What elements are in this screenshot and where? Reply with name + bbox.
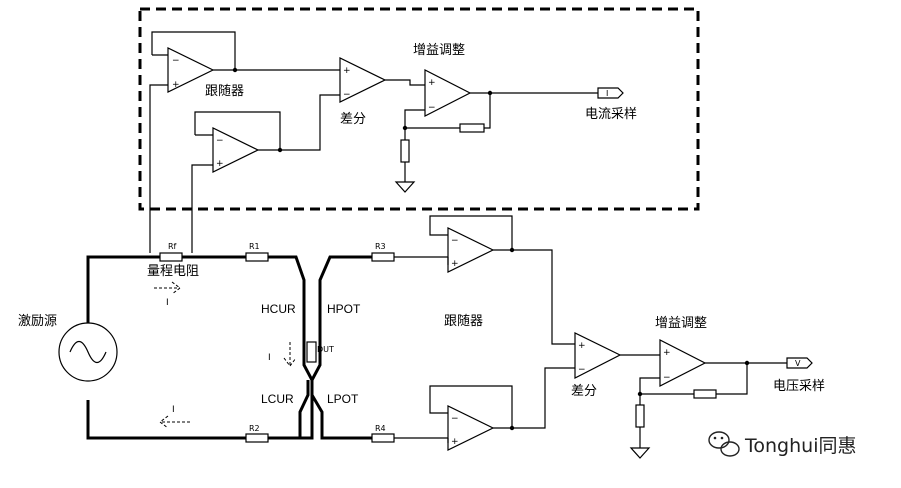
current-sample-label: 电流采样	[585, 107, 637, 122]
voltage-output-terminal	[786, 357, 813, 369]
svg-text:−: −	[216, 136, 224, 146]
svg-text:R1: R1	[249, 242, 260, 251]
svg-text:−: −	[343, 90, 351, 100]
current-output-terminal	[597, 87, 624, 99]
opamp-gain-bottom: + −	[659, 339, 707, 387]
opamp-diff-bottom: + −	[574, 332, 622, 379]
lpot-label: LPOT	[327, 392, 359, 406]
gain-bottom-label: 增益调整	[655, 316, 707, 331]
resistor-r3	[371, 252, 395, 262]
svg-text:I: I	[606, 89, 608, 98]
voltage-sample-label: 电压采样	[773, 379, 825, 394]
svg-text:+: +	[451, 259, 459, 269]
opamp-diff-top: + −	[339, 57, 387, 103]
opamp-gain-top: + −	[424, 69, 472, 117]
current-arrow-top: I	[154, 281, 181, 308]
svg-text:−: −	[663, 373, 671, 383]
resistor-r2	[245, 433, 269, 443]
excitation-label: 激励源	[18, 314, 57, 329]
current-sense-block-border	[138, 7, 700, 211]
follower-bottom-label: 跟随器	[444, 314, 483, 329]
svg-text:+: +	[451, 437, 459, 447]
svg-text:+: +	[172, 80, 180, 90]
lcur-label: LCUR	[261, 392, 294, 406]
hcur-label: HCUR	[261, 302, 296, 316]
svg-text:R4: R4	[375, 424, 386, 433]
svg-text:+: +	[216, 159, 224, 169]
svg-text:R3: R3	[375, 242, 386, 251]
range-resistor-rf	[159, 252, 183, 262]
diff-top-label: 差分	[340, 112, 366, 127]
current-arrow-bottom: I	[159, 405, 190, 429]
svg-text:+: +	[428, 78, 436, 88]
svg-text:−: −	[428, 103, 436, 113]
gain-top-label: 增益调整	[413, 43, 465, 58]
hpot-label: HPOT	[327, 302, 361, 316]
svg-text:I: I	[172, 405, 175, 415]
svg-text:V: V	[795, 359, 801, 368]
opamp-follower-lpot: − +	[447, 405, 495, 451]
opamp-follower-mid: − +	[212, 127, 260, 173]
svg-text:−: −	[451, 414, 459, 424]
device-under-test	[306, 341, 317, 363]
svg-text:Rf: Rf	[168, 242, 177, 251]
svg-text:+: +	[663, 348, 671, 358]
svg-text:I: I	[268, 353, 271, 363]
wechat-icon	[708, 431, 740, 457]
range-resistor-label: 量程电阻	[147, 264, 199, 279]
svg-text:+: +	[578, 341, 586, 351]
diff-bottom-label: 差分	[571, 384, 597, 399]
resistor-r4	[371, 433, 395, 443]
svg-text:DUT: DUT	[317, 345, 334, 354]
svg-text:−: −	[172, 56, 180, 66]
resistor-r1	[245, 252, 269, 262]
follower-top-label: 跟随器	[205, 84, 244, 99]
opamp-follower-hpot: − +	[447, 227, 495, 273]
svg-text:+: +	[343, 66, 351, 76]
opamp-follower-top: − +	[167, 47, 215, 93]
svg-text:−: −	[578, 365, 586, 375]
watermark-text: Tonghui同惠	[744, 435, 856, 457]
current-arrow-mid: I	[268, 342, 297, 367]
svg-text:I: I	[166, 298, 169, 308]
svg-text:R2: R2	[249, 424, 260, 433]
svg-text:−: −	[451, 236, 459, 246]
